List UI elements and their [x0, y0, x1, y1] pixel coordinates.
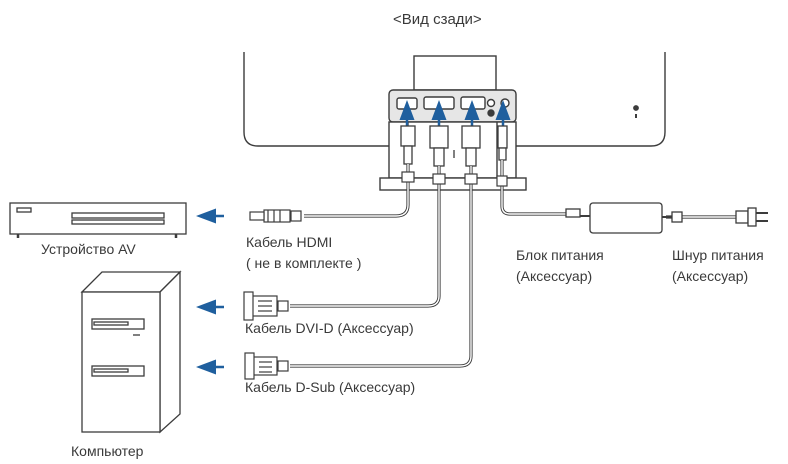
monitor-rear — [243, 52, 666, 191]
computer-tower — [80, 270, 182, 434]
power-adapter-label: Блок питания — [516, 247, 604, 263]
hdmi-cable-label: Кабель HDMI — [246, 234, 333, 250]
hdmi-cable-note: ( не в комплекте ) — [246, 255, 362, 271]
computer-label: Компьютер — [71, 443, 144, 459]
power-cord-note: (Аксессуар) — [672, 268, 749, 284]
dvi-cable-label: Кабель DVI-D (Аксессуар) — [245, 320, 414, 336]
diagram-title: <Вид сзади> — [393, 11, 482, 28]
device-arrows — [196, 208, 224, 375]
power-plug — [735, 207, 768, 227]
power-cord-label: Шнур питания — [672, 247, 764, 263]
av-device-label: Устройство AV — [41, 241, 136, 257]
cable-lines-inner — [290, 160, 736, 367]
ferrite-cores — [401, 171, 508, 187]
hdmi-connector — [249, 209, 302, 223]
port-arrows — [399, 100, 511, 126]
power-adapter — [565, 202, 683, 234]
dvi-connector — [243, 291, 289, 321]
av-device — [9, 202, 187, 238]
dsub-cable-label: Кабель D-Sub (Аксессуар) — [245, 379, 416, 395]
power-adapter-note: (Аксессуар) — [516, 268, 593, 284]
dsub-connector — [244, 352, 289, 380]
